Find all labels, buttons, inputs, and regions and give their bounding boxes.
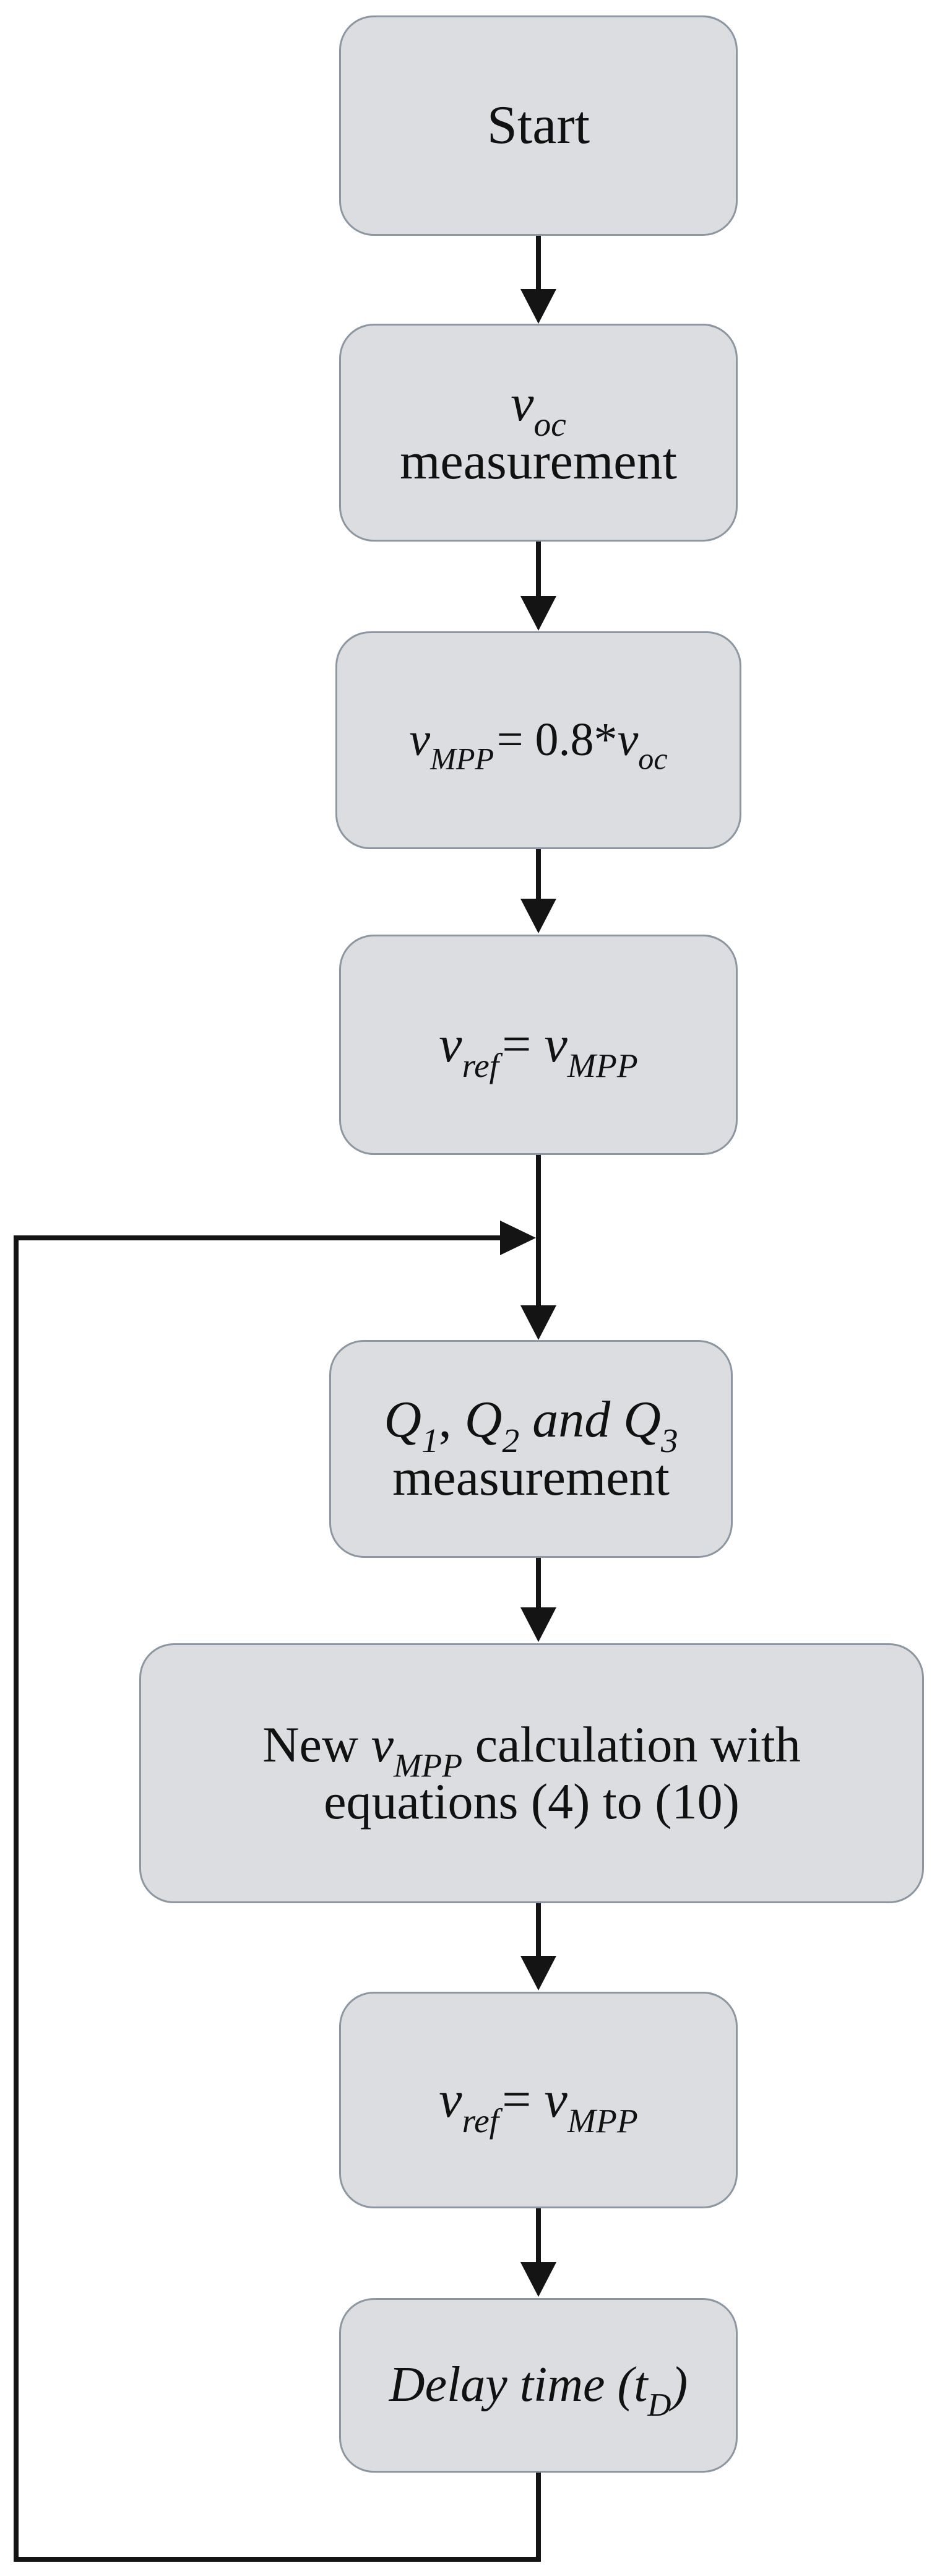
vmpp-sub2: oc [638,741,668,776]
node-vref-assignment-1: vref= vMPP [339,935,738,1155]
vmpp-operator: = 0.8* [496,714,618,766]
new-vmpp-sub: MPP [394,1747,463,1784]
connector-voc-vmpp [536,542,541,597]
connector-q-newvmpp [536,1558,541,1609]
q-symbols: Q1, Q2 and Q3 [384,1390,678,1458]
voc-symbol: voc [511,374,566,441]
arrowhead-down-icon [520,1607,556,1642]
vref1-var2: v [544,1015,567,1073]
connector-newvmpp-vref2 [536,1903,541,1957]
q1-sub: 1 [421,1421,439,1459]
loop-back-left-line [14,1235,19,2562]
q2-var: Q [464,1390,503,1448]
new-vmpp-line1: New vMPP calculation with [262,1716,801,1782]
node-vref-assignment-2: vref= vMPP [339,1992,738,2208]
arrowhead-down-icon [520,1956,556,1990]
vmpp-var1: v [409,714,431,766]
delay-post: ) [671,2358,688,2413]
vref1-var1: v [439,1015,462,1073]
vref1-equation: vref= vMPP [439,1015,637,1083]
delay-label: Delay time (tD) [389,2358,688,2421]
voc-sub: oc [533,405,566,443]
node-q-measurement: Q1, Q2 and Q3 measurement [329,1340,733,1558]
delay-pre: Delay time (t [389,2358,648,2413]
vmpp-var2: v [617,714,639,766]
q-measurement-label: measurement [392,1449,670,1506]
vref2-var2: v [544,2070,567,2129]
arrowhead-down-icon [520,2262,556,2297]
loop-back-bottom-line [14,2557,541,2562]
node-new-vmpp-calculation: New vMPP calculation with equations (4) … [139,1643,924,1903]
connector-delay-exit [536,2473,541,2559]
delay-sub: D [647,2387,671,2423]
arrowhead-down-icon [520,596,556,631]
vmpp-equation: vMPP= 0.8*voc [409,714,667,774]
vref1-sub1: ref [462,1046,499,1084]
new-vmpp-line2: equations (4) to (10) [324,1773,740,1830]
vmpp-sub1: MPP [430,741,494,776]
connector-start-voc [536,236,541,291]
q-and: and [519,1390,624,1448]
vref2-equation: vref= vMPP [439,2070,637,2138]
vref2-operator: = [502,2070,545,2129]
node-start-label: Start [486,95,590,155]
node-delay-time: Delay time (tD) [339,2298,738,2473]
vref1-sub2: MPP [567,1046,638,1084]
voc-measurement-label: measurement [400,433,677,490]
connector-vref2-delay [536,2208,541,2263]
node-vmpp-initial-calculation: vMPP= 0.8*voc [335,631,741,849]
vref2-sub2: MPP [567,2101,638,2140]
vref2-var1: v [439,2070,462,2129]
arrowhead-right-icon [500,1221,536,1255]
new-vmpp-post: calculation with [462,1716,801,1773]
q2-sub: 2 [502,1421,520,1459]
q1-var: Q [384,1390,422,1448]
node-voc-measurement: voc measurement [339,324,738,542]
node-start: Start [339,15,738,236]
connector-vref1-q [536,1155,541,1307]
q3-sub: 3 [660,1421,678,1459]
loop-back-merge-line [14,1235,500,1240]
q3-var: Q [623,1390,661,1448]
new-vmpp-var: v [371,1716,394,1773]
q-separator: , [438,1390,465,1448]
new-vmpp-pre: New [262,1716,371,1773]
vref1-operator: = [502,1015,545,1073]
vref2-sub1: ref [462,2101,499,2140]
connector-vmpp-vref1 [536,849,541,900]
voc-var: v [511,374,534,432]
arrowhead-down-icon [520,289,556,324]
arrowhead-down-icon [520,1305,556,1340]
arrowhead-down-icon [520,899,556,933]
